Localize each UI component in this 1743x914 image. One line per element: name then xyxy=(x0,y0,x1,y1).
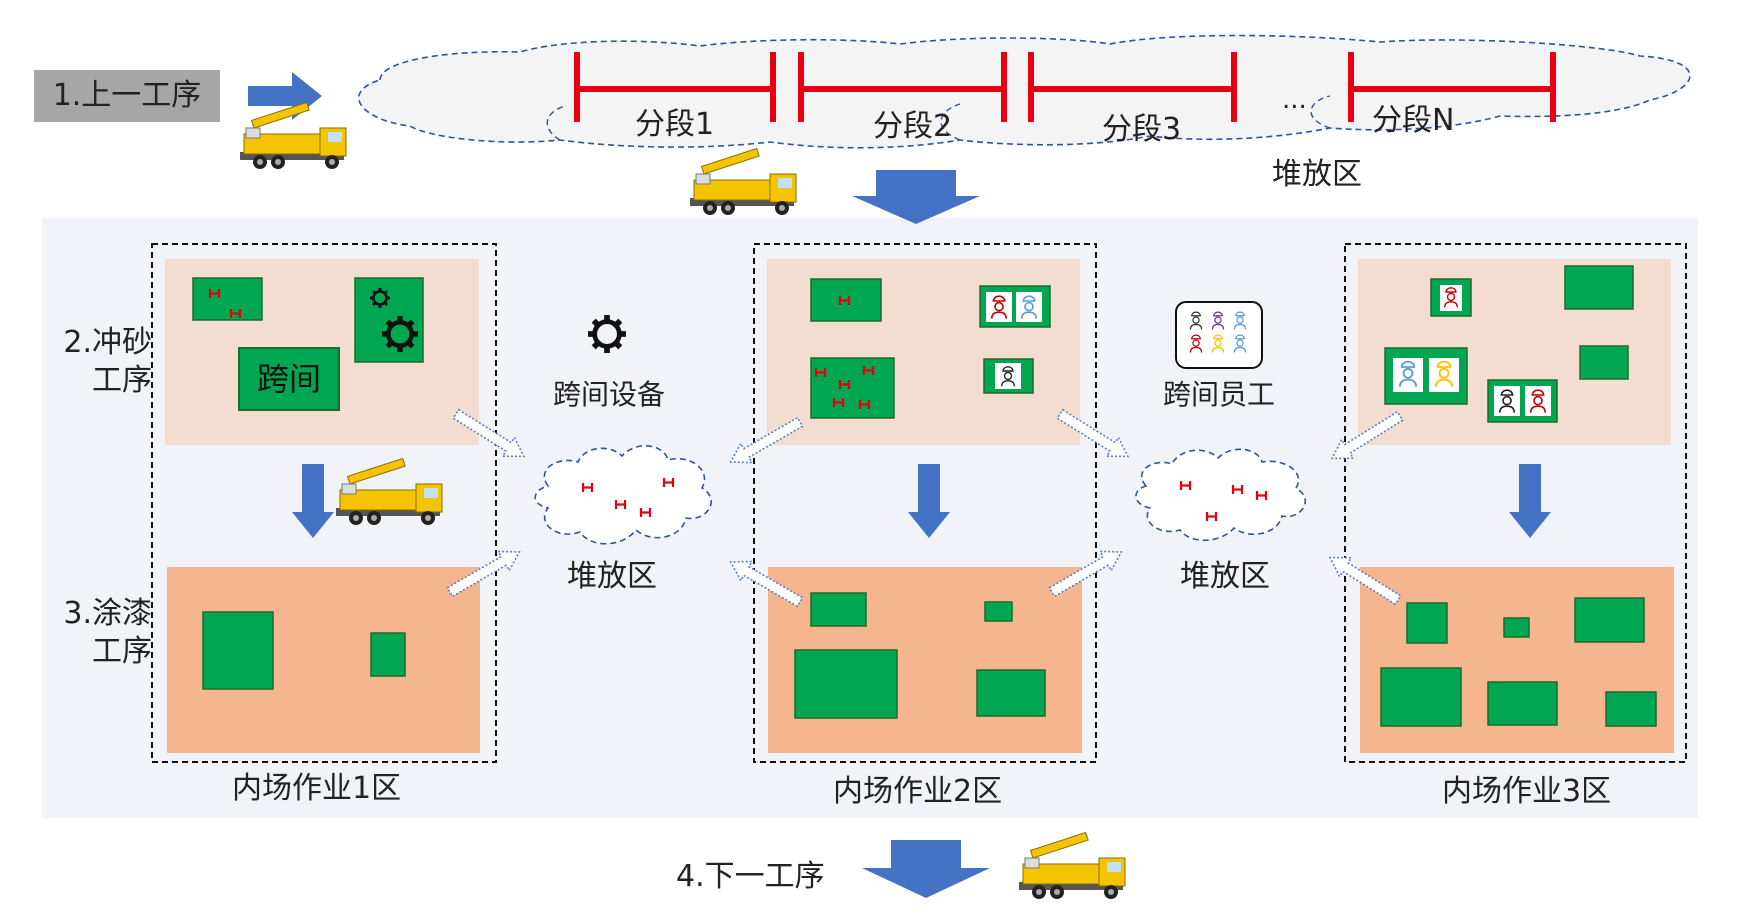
span-box: 跨间 xyxy=(238,347,340,411)
segment-n-label: 分段N xyxy=(1372,103,1455,138)
green-block xyxy=(1380,667,1462,727)
arrow-down-icon xyxy=(862,840,990,898)
green-block xyxy=(1579,345,1629,380)
green-block xyxy=(1574,597,1645,643)
mid-storage-2-label: 堆放区 xyxy=(1180,559,1270,594)
segment-ellipsis: ... xyxy=(1282,85,1307,115)
span-staff-label: 跨间员工 xyxy=(1163,378,1276,411)
segment-2-label: 分段2 xyxy=(873,109,953,144)
arrow-down-icon xyxy=(908,464,950,538)
span-equipment-label: 跨间设备 xyxy=(553,378,666,411)
segment-1-label: 分段1 xyxy=(635,107,715,142)
truck-icon xyxy=(689,147,797,216)
green-block xyxy=(192,277,263,321)
cloud-icon xyxy=(1135,448,1307,541)
truck-icon xyxy=(335,457,443,526)
green-block xyxy=(984,601,1013,622)
sand-process-label: 2.冲砂 工序 xyxy=(63,325,152,398)
green-block xyxy=(810,357,895,419)
truck-icon xyxy=(239,101,347,170)
green-block xyxy=(976,669,1046,717)
arrow-down-icon xyxy=(292,464,334,538)
arrow-down-icon xyxy=(1509,464,1551,538)
segment-3-label: 分段3 xyxy=(1102,112,1182,147)
green-block xyxy=(1487,681,1558,726)
arrow-down-icon xyxy=(852,170,980,224)
green-block xyxy=(810,592,867,627)
zone-3-label: 内场作业3区 xyxy=(1442,774,1612,809)
green-block xyxy=(1406,602,1448,644)
gear-icon xyxy=(588,315,626,353)
top-cloud-icon xyxy=(358,34,1691,149)
segment-beams xyxy=(574,52,1556,122)
next-step-label: 4.下一工序 xyxy=(676,859,825,894)
zone-3-box xyxy=(1344,243,1687,763)
zone-1-box xyxy=(151,243,497,763)
prev-step-box: 1.上一工序 xyxy=(34,70,220,122)
zone-1-label: 内场作业1区 xyxy=(232,771,402,806)
green-block xyxy=(794,649,898,719)
green-block xyxy=(370,632,406,677)
green-block xyxy=(1503,617,1530,638)
top-storage-label: 堆放区 xyxy=(1272,157,1362,192)
green-block xyxy=(1605,691,1657,727)
paint-process-label: 3.涂漆 工序 xyxy=(63,596,152,669)
truck-icon xyxy=(1018,831,1126,900)
green-block xyxy=(202,611,274,690)
zone-2-label: 内场作业2区 xyxy=(833,774,1003,809)
zone-2-box xyxy=(753,243,1097,763)
green-block xyxy=(1564,265,1634,310)
mid-storage-1-label: 堆放区 xyxy=(567,559,657,594)
cloud-icon xyxy=(534,445,712,545)
